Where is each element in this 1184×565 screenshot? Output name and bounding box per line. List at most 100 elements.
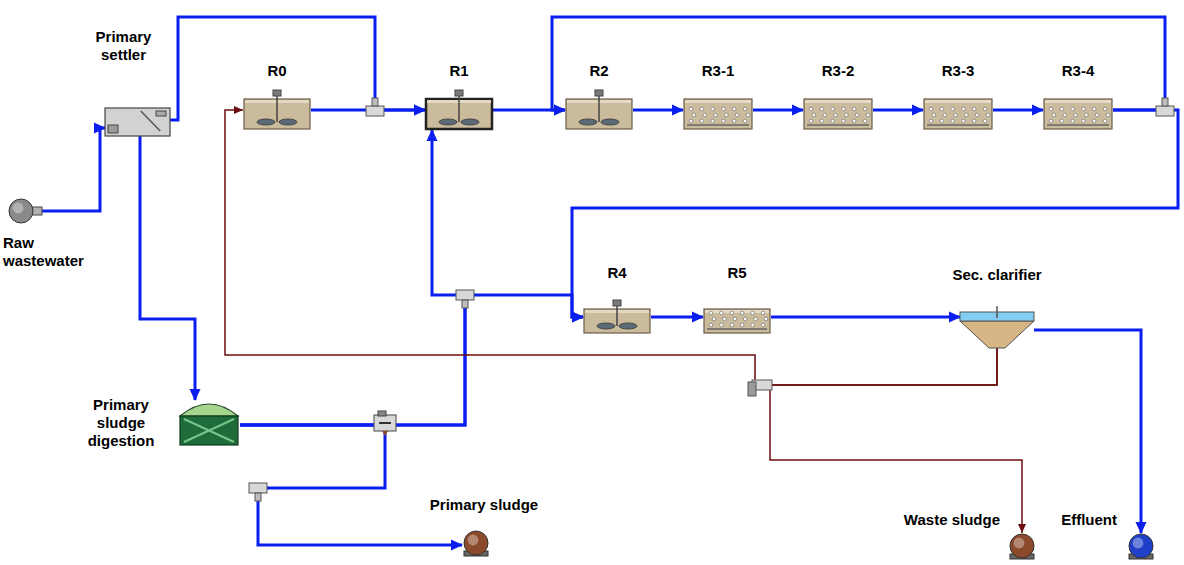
unit-label: Primary sludge digestion (80, 396, 162, 450)
splitter (1156, 98, 1174, 116)
tank-water (805, 100, 871, 103)
flow-line (240, 130, 465, 425)
unit-box: R4 (583, 300, 651, 334)
air-bubble (951, 119, 955, 123)
mixer-blade (601, 119, 619, 125)
unit-label: Waste sludge (904, 511, 1000, 529)
unit-box: R3-1 (683, 90, 753, 130)
air-bubble (831, 119, 835, 123)
unit-box: R0 (243, 90, 311, 130)
air-bubble (1103, 107, 1107, 111)
tank-water (925, 100, 991, 103)
air-bubble (1071, 119, 1075, 123)
air-bubble (932, 113, 936, 117)
unit-icon (923, 90, 993, 130)
air-bubble (1060, 107, 1064, 111)
pump-highlight (1133, 538, 1144, 549)
air-bubble (809, 107, 813, 111)
mixer-motor (613, 300, 621, 306)
splitter-stem (372, 98, 378, 106)
unit-icon (425, 90, 493, 130)
unit-box: Sec. clarifier (960, 312, 1034, 348)
flow-line (770, 348, 1022, 533)
air-bubble (823, 113, 827, 117)
settler-weir (156, 111, 166, 116)
air-bubble (845, 113, 849, 117)
air-bubble (711, 107, 715, 111)
unit-box: R2 (565, 90, 633, 130)
tank-water (705, 310, 769, 313)
mixer-shaft (598, 96, 600, 122)
pump-body (748, 382, 756, 396)
diffuser-pipe (807, 124, 869, 126)
air-bubble (954, 113, 958, 117)
splitter-stem (255, 493, 261, 501)
splitter-body (249, 483, 267, 493)
unit-icon (1125, 533, 1157, 559)
air-bubble (709, 323, 713, 327)
mixer-blade (579, 119, 597, 125)
unit-icon (462, 530, 490, 556)
unit-label: R3-4 (1062, 62, 1095, 80)
pump-body (464, 531, 488, 555)
air-bubble (735, 113, 739, 117)
air-bubble (761, 323, 765, 327)
clarifier-feedwell (996, 306, 998, 318)
unit-icon (8, 198, 42, 224)
air-bubble (730, 323, 734, 327)
flow-line (225, 110, 997, 385)
air-bubble (983, 107, 987, 111)
dewatering-screw (379, 422, 391, 424)
unit-box: R3-4 (1043, 90, 1113, 130)
dewatering-unit (374, 411, 396, 436)
mixer-blade (439, 119, 457, 125)
air-bubble (962, 107, 966, 111)
unit-box: Waste sludge (1008, 533, 1036, 559)
air-bubble (842, 107, 846, 111)
unit-box: R3-2 (803, 90, 873, 130)
air-bubble (975, 113, 979, 117)
air-bubble (1106, 113, 1110, 117)
splitter (748, 380, 772, 396)
air-bubble (852, 119, 856, 123)
air-bubble (809, 119, 813, 123)
pump-body (1010, 534, 1034, 558)
mixer-blade (279, 119, 297, 125)
unit-label: R3-1 (702, 62, 735, 80)
air-bubble (754, 317, 758, 321)
settler-body (105, 108, 170, 136)
air-bubble (712, 317, 716, 321)
mixer-blade (597, 323, 615, 329)
diffuser-pipe (927, 124, 989, 126)
air-bubble (1049, 107, 1053, 111)
splitter (366, 98, 384, 116)
splitter-stem (462, 300, 468, 308)
pump-highlight (1014, 538, 1025, 549)
tank-water (1045, 100, 1111, 103)
air-bubble (732, 107, 736, 111)
air-bubble (1082, 119, 1086, 123)
unit-label: Raw wastewater (3, 234, 95, 270)
unit-box: Effluent (1125, 533, 1157, 559)
air-bubble (711, 119, 715, 123)
mixer-shaft (276, 96, 278, 122)
air-bubble (1074, 113, 1078, 117)
unit-box: Raw wastewater (8, 198, 42, 224)
tank-body (1044, 99, 1112, 129)
splitter (456, 290, 474, 308)
flow-line (240, 425, 462, 545)
unit-label: R3-2 (822, 62, 855, 80)
flow-line (1034, 330, 1141, 533)
air-bubble (746, 113, 750, 117)
air-bubble (761, 311, 765, 315)
diffuser-pipe (707, 328, 767, 330)
air-bubble (709, 311, 713, 315)
unit-box: Primary sludge digestion (178, 400, 240, 446)
air-bubble (733, 317, 737, 321)
unit-label: Sec. clarifier (952, 266, 1041, 284)
flow-line (552, 17, 1165, 110)
air-bubble (743, 107, 747, 111)
air-bubble (725, 113, 729, 117)
unit-icon (583, 300, 651, 334)
